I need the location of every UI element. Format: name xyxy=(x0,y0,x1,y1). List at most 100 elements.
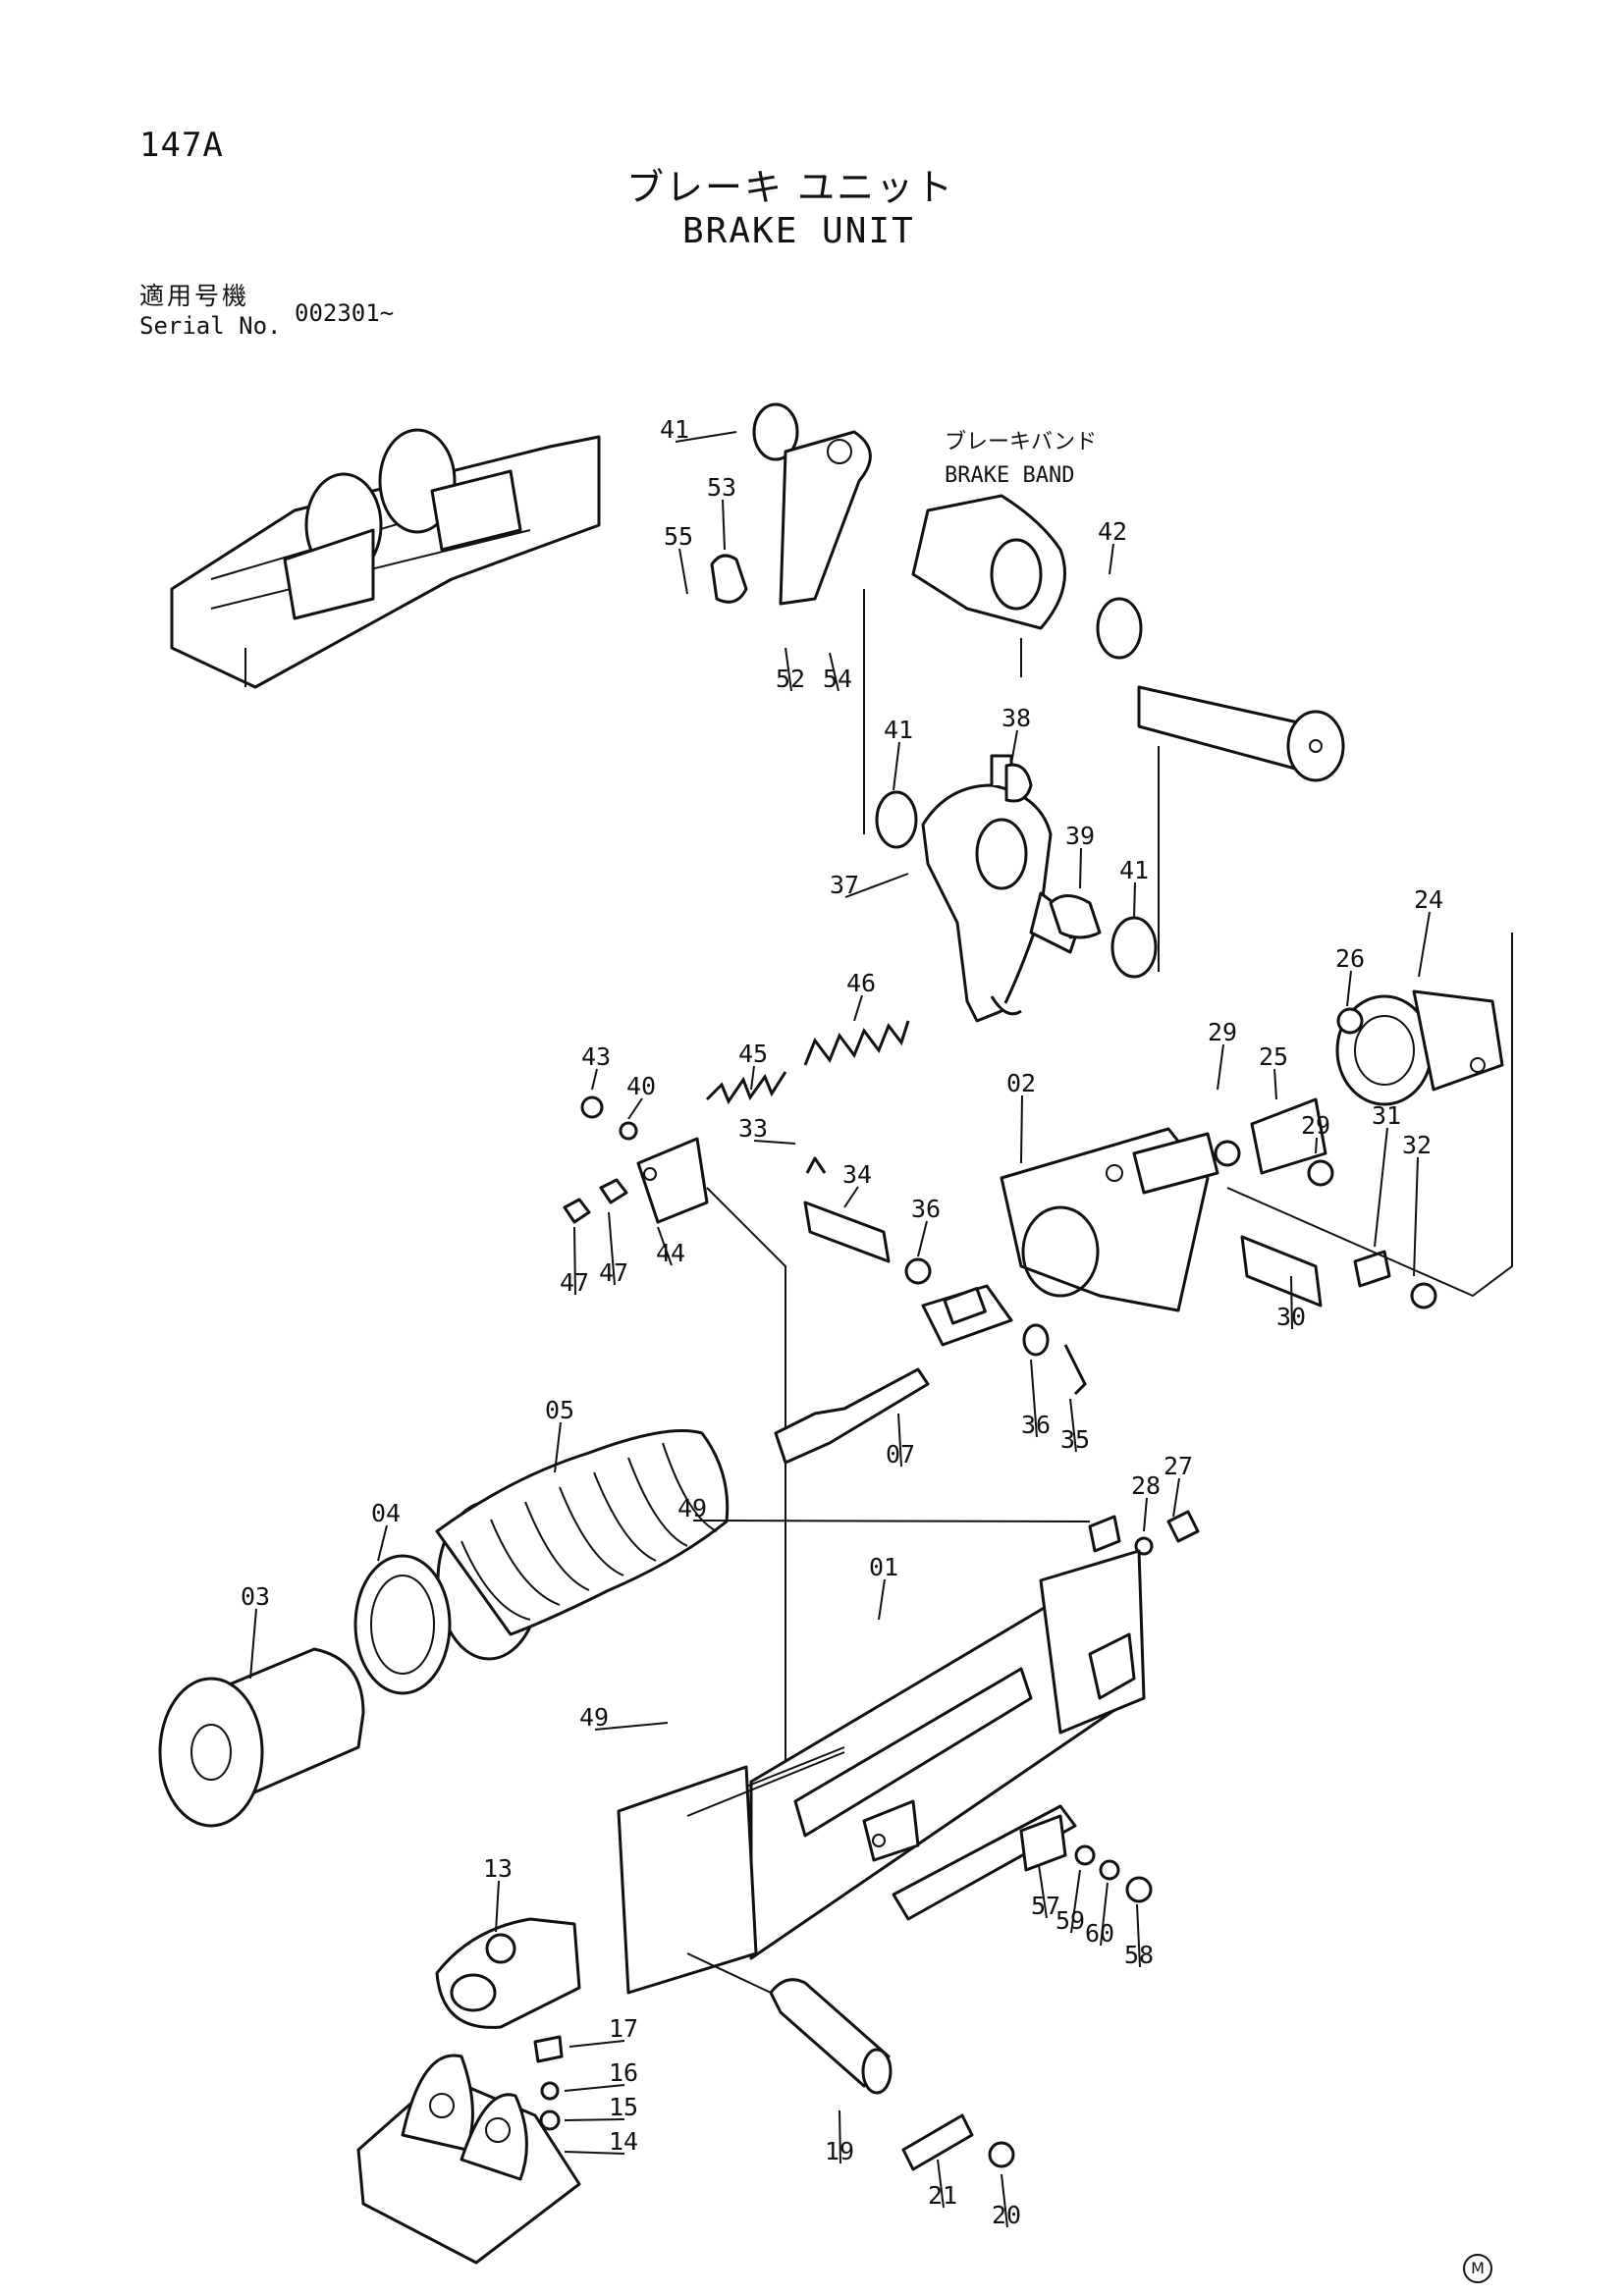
part-number-label: 49 xyxy=(579,1703,609,1732)
part-number-label: 60 xyxy=(1085,1919,1114,1948)
part-number-label: 41 xyxy=(884,716,913,744)
part-number-label: 40 xyxy=(626,1072,656,1100)
part-number-label: 57 xyxy=(1031,1892,1060,1920)
part-number-label: 41 xyxy=(660,415,689,444)
callout-leader-line xyxy=(893,741,900,791)
part-number-label: 05 xyxy=(545,1396,574,1424)
serial-label-japanese: 適用号機 xyxy=(139,282,250,310)
callout-leader-line xyxy=(377,1524,388,1562)
callout-leader-line xyxy=(843,1186,859,1208)
callout-leader-line xyxy=(1172,1477,1180,1518)
springs xyxy=(705,1020,910,1105)
part-number-label: 46 xyxy=(846,969,876,997)
serial-label-english: Serial No. xyxy=(139,312,282,340)
part-number-label: 20 xyxy=(992,2201,1021,2229)
part-number-label: 52 xyxy=(776,665,805,693)
part-number-label: 24 xyxy=(1414,885,1443,914)
callout-leader-line xyxy=(1100,1882,1109,1947)
callout-leader-line xyxy=(844,873,909,898)
part-number-label: 36 xyxy=(1021,1411,1051,1439)
part-number-label: 01 xyxy=(869,1553,898,1581)
callout-leader-line xyxy=(594,1722,669,1731)
callout-leader-line xyxy=(554,1421,562,1473)
callout-leader-line xyxy=(1109,543,1114,575)
lever-and-bushings xyxy=(875,754,1158,1023)
callout-leader-line xyxy=(675,431,737,443)
part-number-label: 34 xyxy=(842,1160,872,1189)
serial-number-value: 002301~ xyxy=(295,299,395,327)
part-number-label: 43 xyxy=(581,1042,611,1071)
rod-assembly xyxy=(774,1284,1087,1465)
housing xyxy=(1000,933,1513,1312)
callout-leader-line xyxy=(608,1211,616,1286)
callout-leader-line xyxy=(1290,1275,1293,1330)
callout-leader-line xyxy=(1001,2173,1008,2228)
callout-leader-line xyxy=(564,2084,625,2092)
callout-leader-line xyxy=(897,1413,902,1468)
callout-leader-line xyxy=(568,2040,625,2048)
part-number-label: 36 xyxy=(911,1195,941,1223)
callout-leader-line xyxy=(750,1065,755,1091)
part-number-label: 29 xyxy=(1301,1111,1330,1140)
callout-leader-line xyxy=(785,647,792,692)
part-number-label: 25 xyxy=(1259,1042,1288,1071)
callout-leader-line xyxy=(722,499,726,551)
callout-leader-line xyxy=(753,1140,796,1145)
callout-leader-line xyxy=(1374,1127,1388,1248)
part-number-label: 37 xyxy=(830,871,859,899)
part-number-label: 28 xyxy=(1131,1471,1161,1500)
part-number-label: 59 xyxy=(1056,1906,1085,1935)
callout-leader-line xyxy=(1020,1095,1023,1164)
title-english: BRAKE UNIT xyxy=(682,211,915,251)
part-number-label: 19 xyxy=(825,2137,854,2165)
part-number-label: 49 xyxy=(677,1494,707,1522)
part-number-label: 27 xyxy=(1164,1452,1193,1480)
callout-leader-line xyxy=(1143,1497,1148,1532)
part-number-label: 32 xyxy=(1402,1131,1432,1159)
part-number-label: 47 xyxy=(599,1258,628,1287)
part-number-label: 58 xyxy=(1124,1941,1154,1969)
callout-leader-line xyxy=(829,652,839,692)
callout-leader-line xyxy=(1273,1068,1277,1100)
callout-leader-line xyxy=(1079,847,1082,889)
part-number-label: 53 xyxy=(707,473,736,502)
part-number-label: 26 xyxy=(1335,944,1365,973)
callout-leader-line xyxy=(1136,1903,1141,1968)
part-number-label: 47 xyxy=(560,1268,589,1297)
eye-and-base xyxy=(356,1917,581,2265)
part-number-label: 29 xyxy=(1208,1018,1237,1046)
callout-leader-line xyxy=(564,2151,625,2155)
brake-band-label-japanese: ブレーキバンド xyxy=(945,430,1098,454)
callout-leader-line xyxy=(1413,1156,1419,1277)
part-number-label: 39 xyxy=(1065,822,1095,850)
part-number-label: 42 xyxy=(1098,517,1127,546)
part-number-label: 54 xyxy=(823,665,852,693)
callout-leader-line xyxy=(678,548,688,595)
callout-leader-line xyxy=(692,1520,1091,1522)
callout-leader-line xyxy=(878,1578,886,1621)
part-number-label: 30 xyxy=(1276,1303,1306,1331)
part-number-label: 41 xyxy=(1119,856,1149,884)
callout-leader-line xyxy=(1010,729,1018,765)
recoil-spring-and-seat xyxy=(158,1429,730,1828)
machine-overview-thumbnail xyxy=(170,428,601,689)
main-frame xyxy=(617,1549,1146,1995)
callout-leader-line xyxy=(1217,1043,1224,1091)
bracket-and-fasteners xyxy=(563,1095,932,1865)
callout-leader-line xyxy=(657,1226,673,1266)
part-number-label: 35 xyxy=(1060,1425,1090,1454)
part-number-label: 04 xyxy=(371,1499,401,1527)
title-japanese: ブレーキ ユニット xyxy=(626,166,955,209)
callout-leader-line xyxy=(1133,881,1136,919)
pin-and-plate xyxy=(686,1952,1015,2171)
callout-leader-line xyxy=(1038,1864,1048,1919)
callout-leader-line xyxy=(564,2118,625,2121)
brake-band-label-english: BRAKE BAND xyxy=(945,463,1075,488)
part-number-label: 15 xyxy=(609,2093,638,2121)
part-number-label: 16 xyxy=(609,2058,638,2087)
part-number-label: 31 xyxy=(1372,1101,1401,1130)
part-number-label: 14 xyxy=(609,2127,638,2156)
part-number-label: 02 xyxy=(1006,1069,1036,1097)
